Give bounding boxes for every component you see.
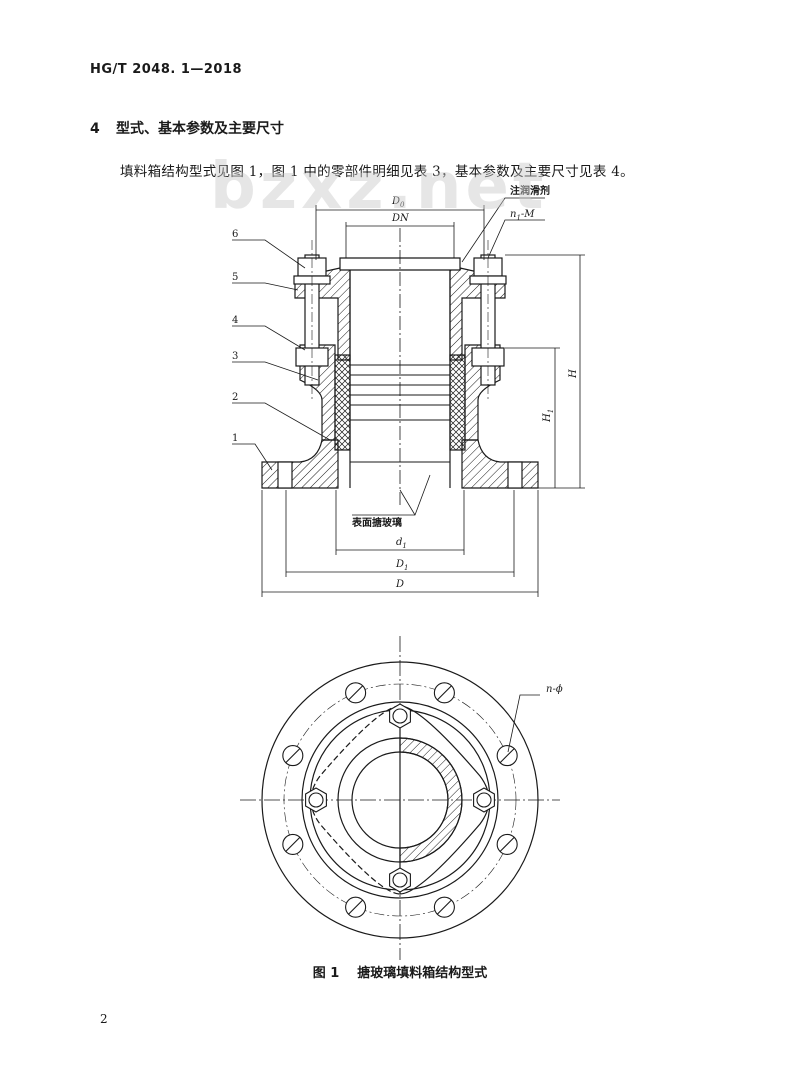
- flange-hole-left: [277, 461, 293, 489]
- gland-stud: [476, 792, 492, 808]
- hole-mark: [499, 748, 515, 763]
- plan-view: [240, 636, 560, 960]
- gland-stud: [308, 792, 324, 808]
- flange-outer: [261, 661, 539, 939]
- dim-H1: H1: [542, 409, 555, 423]
- section-heading: 4 型式、基本参数及主要尺寸: [90, 118, 284, 138]
- section-number: 4: [90, 121, 100, 137]
- dim-DN: DN: [391, 213, 410, 224]
- dim-H: H: [568, 369, 579, 379]
- packing-left: [334, 354, 351, 451]
- body-paragraph: 填料箱结构型式见图 1，图 1 中的零部件明细见表 3，基本参数及主要尺寸见表 …: [120, 164, 634, 180]
- dim-n1M: n1-M: [510, 209, 535, 222]
- section-view: [261, 228, 539, 505]
- base-flange-left: [261, 439, 339, 489]
- hole-mark: [285, 837, 301, 852]
- gland-stud: [392, 872, 408, 888]
- figure-caption-title: 搪玻璃填料箱结构型式: [357, 966, 488, 981]
- document-code: HG/T 2048. 1—2018: [90, 62, 243, 77]
- label-enamel-surface: 表面搪玻璃: [351, 516, 402, 529]
- figure-caption-number: 图 1: [312, 966, 340, 981]
- part-label-6: 6: [232, 229, 238, 240]
- bolt-circle: [283, 683, 517, 917]
- hole-mark: [437, 685, 452, 701]
- body-outer: [301, 701, 499, 899]
- page-number: 2: [100, 1012, 108, 1026]
- dimension-lines: [232, 197, 585, 597]
- dim-D1: D1: [395, 559, 409, 572]
- hole-mark: [437, 899, 452, 915]
- label-lubricant: 注润滑剂: [510, 184, 550, 197]
- packing-right: [449, 354, 466, 451]
- dim-D0: D0: [391, 196, 405, 209]
- part-label-2: 2: [232, 392, 238, 403]
- label-n-phi: n-ϕ: [546, 684, 563, 695]
- base-flange-right: [461, 439, 539, 489]
- dim-d1: d1: [396, 537, 407, 550]
- part-label-3: 3: [232, 351, 238, 362]
- section-title: 型式、基本参数及主要尺寸: [116, 121, 284, 137]
- gland-stud: [392, 708, 408, 724]
- hole-mark: [285, 748, 301, 763]
- hole-mark: [499, 837, 515, 852]
- figure-caption: 图 1 搪玻璃填料箱结构型式: [0, 962, 800, 981]
- bore: [351, 751, 449, 849]
- hole-mark: [348, 685, 363, 701]
- flange-hole-right: [507, 461, 523, 489]
- hole-mark: [348, 899, 363, 915]
- part-label-5: 5: [232, 272, 238, 283]
- watermark: bzxz.net: [210, 150, 548, 224]
- part-label-1: 1: [232, 433, 238, 444]
- dim-D: D: [395, 579, 404, 590]
- part-label-4: 4: [232, 315, 238, 326]
